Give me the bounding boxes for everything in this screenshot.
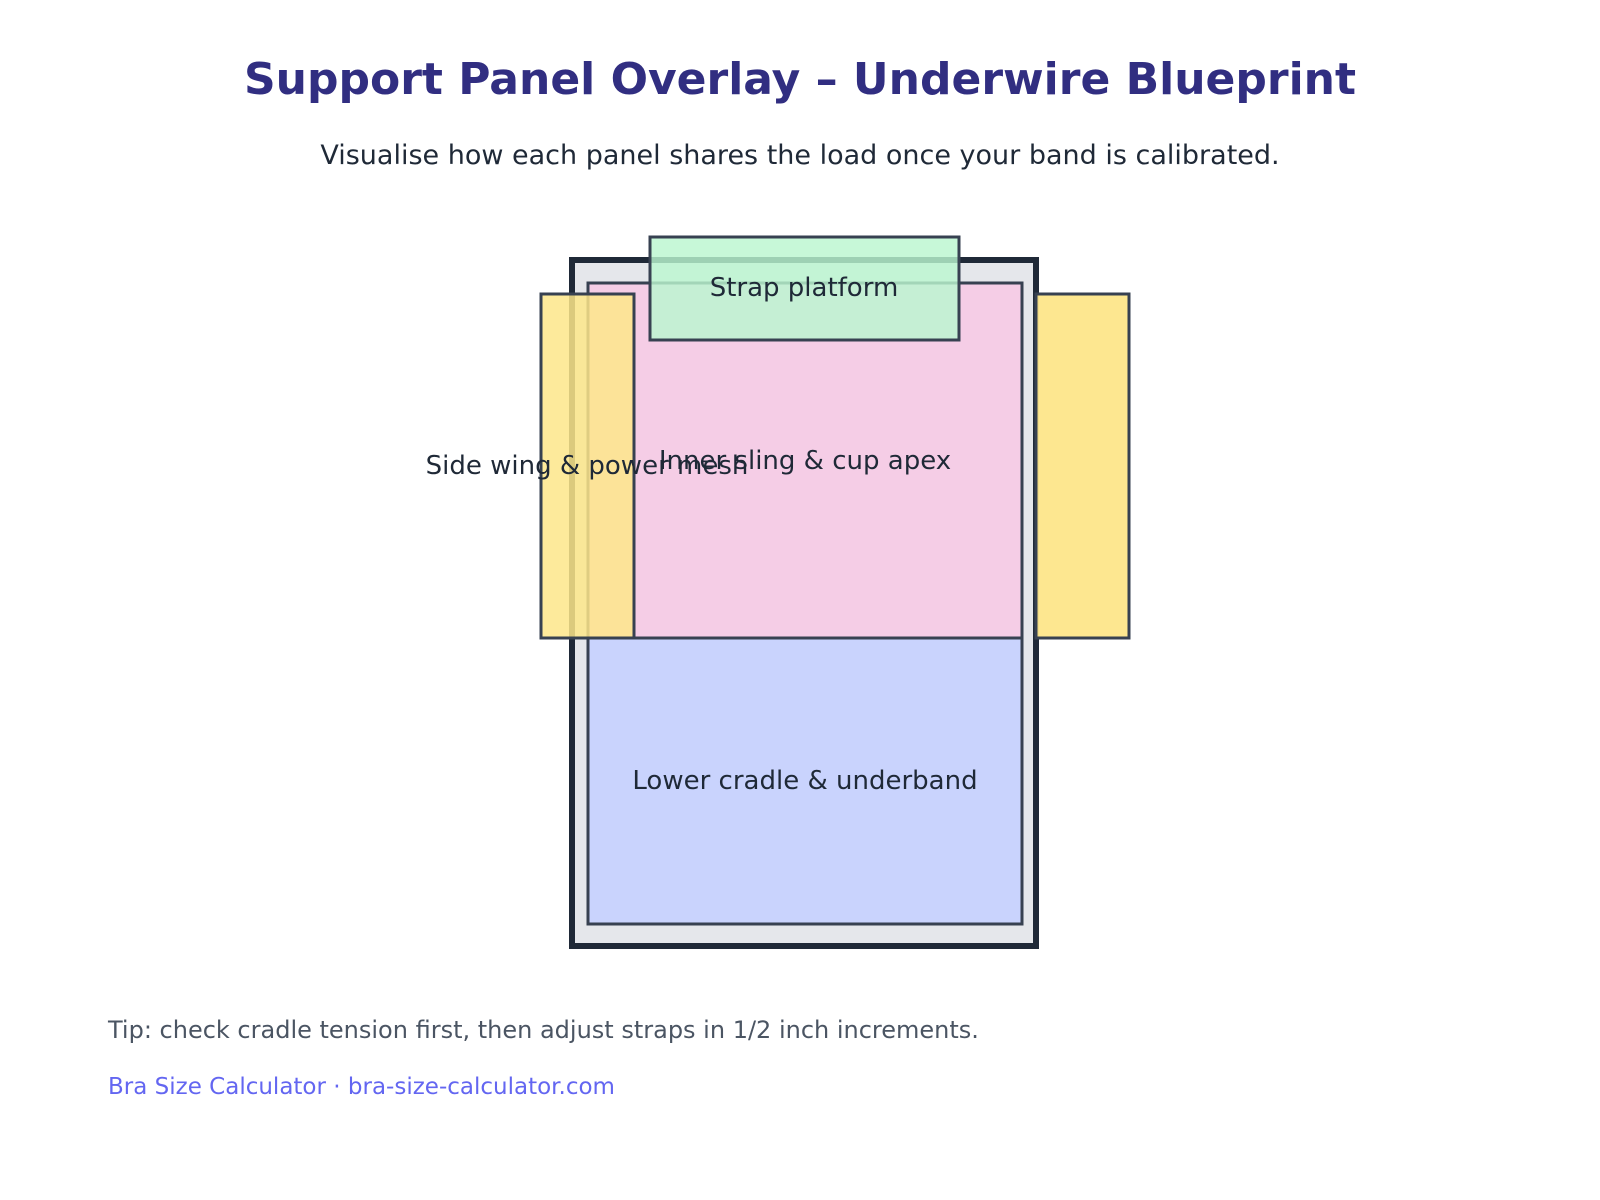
lower-cradle-label: Lower cradle & underband: [632, 766, 977, 796]
tip-text: Tip: check cradle tension first, then ad…: [108, 1016, 979, 1044]
side-wing-label: Side wing & power mesh: [426, 451, 749, 481]
page-title: Support Panel Overlay – Underwire Bluepr…: [243, 54, 1357, 105]
inner-sling-label: Inner sling & cup apex: [659, 446, 951, 476]
strap-platform-panel: [648, 235, 961, 342]
page-subtitle: Visualise how each panel shares the load…: [320, 140, 1280, 171]
inner-sling-panel: [586, 281, 1024, 640]
brand-link[interactable]: Bra Size Calculator · bra-size-calculato…: [108, 1074, 615, 1100]
strap-platform-label: Strap platform: [710, 273, 899, 303]
side-wing-right-panel: [1034, 292, 1131, 640]
side-wing-left-panel: [539, 292, 636, 640]
lower-cradle-panel: [586, 636, 1024, 926]
